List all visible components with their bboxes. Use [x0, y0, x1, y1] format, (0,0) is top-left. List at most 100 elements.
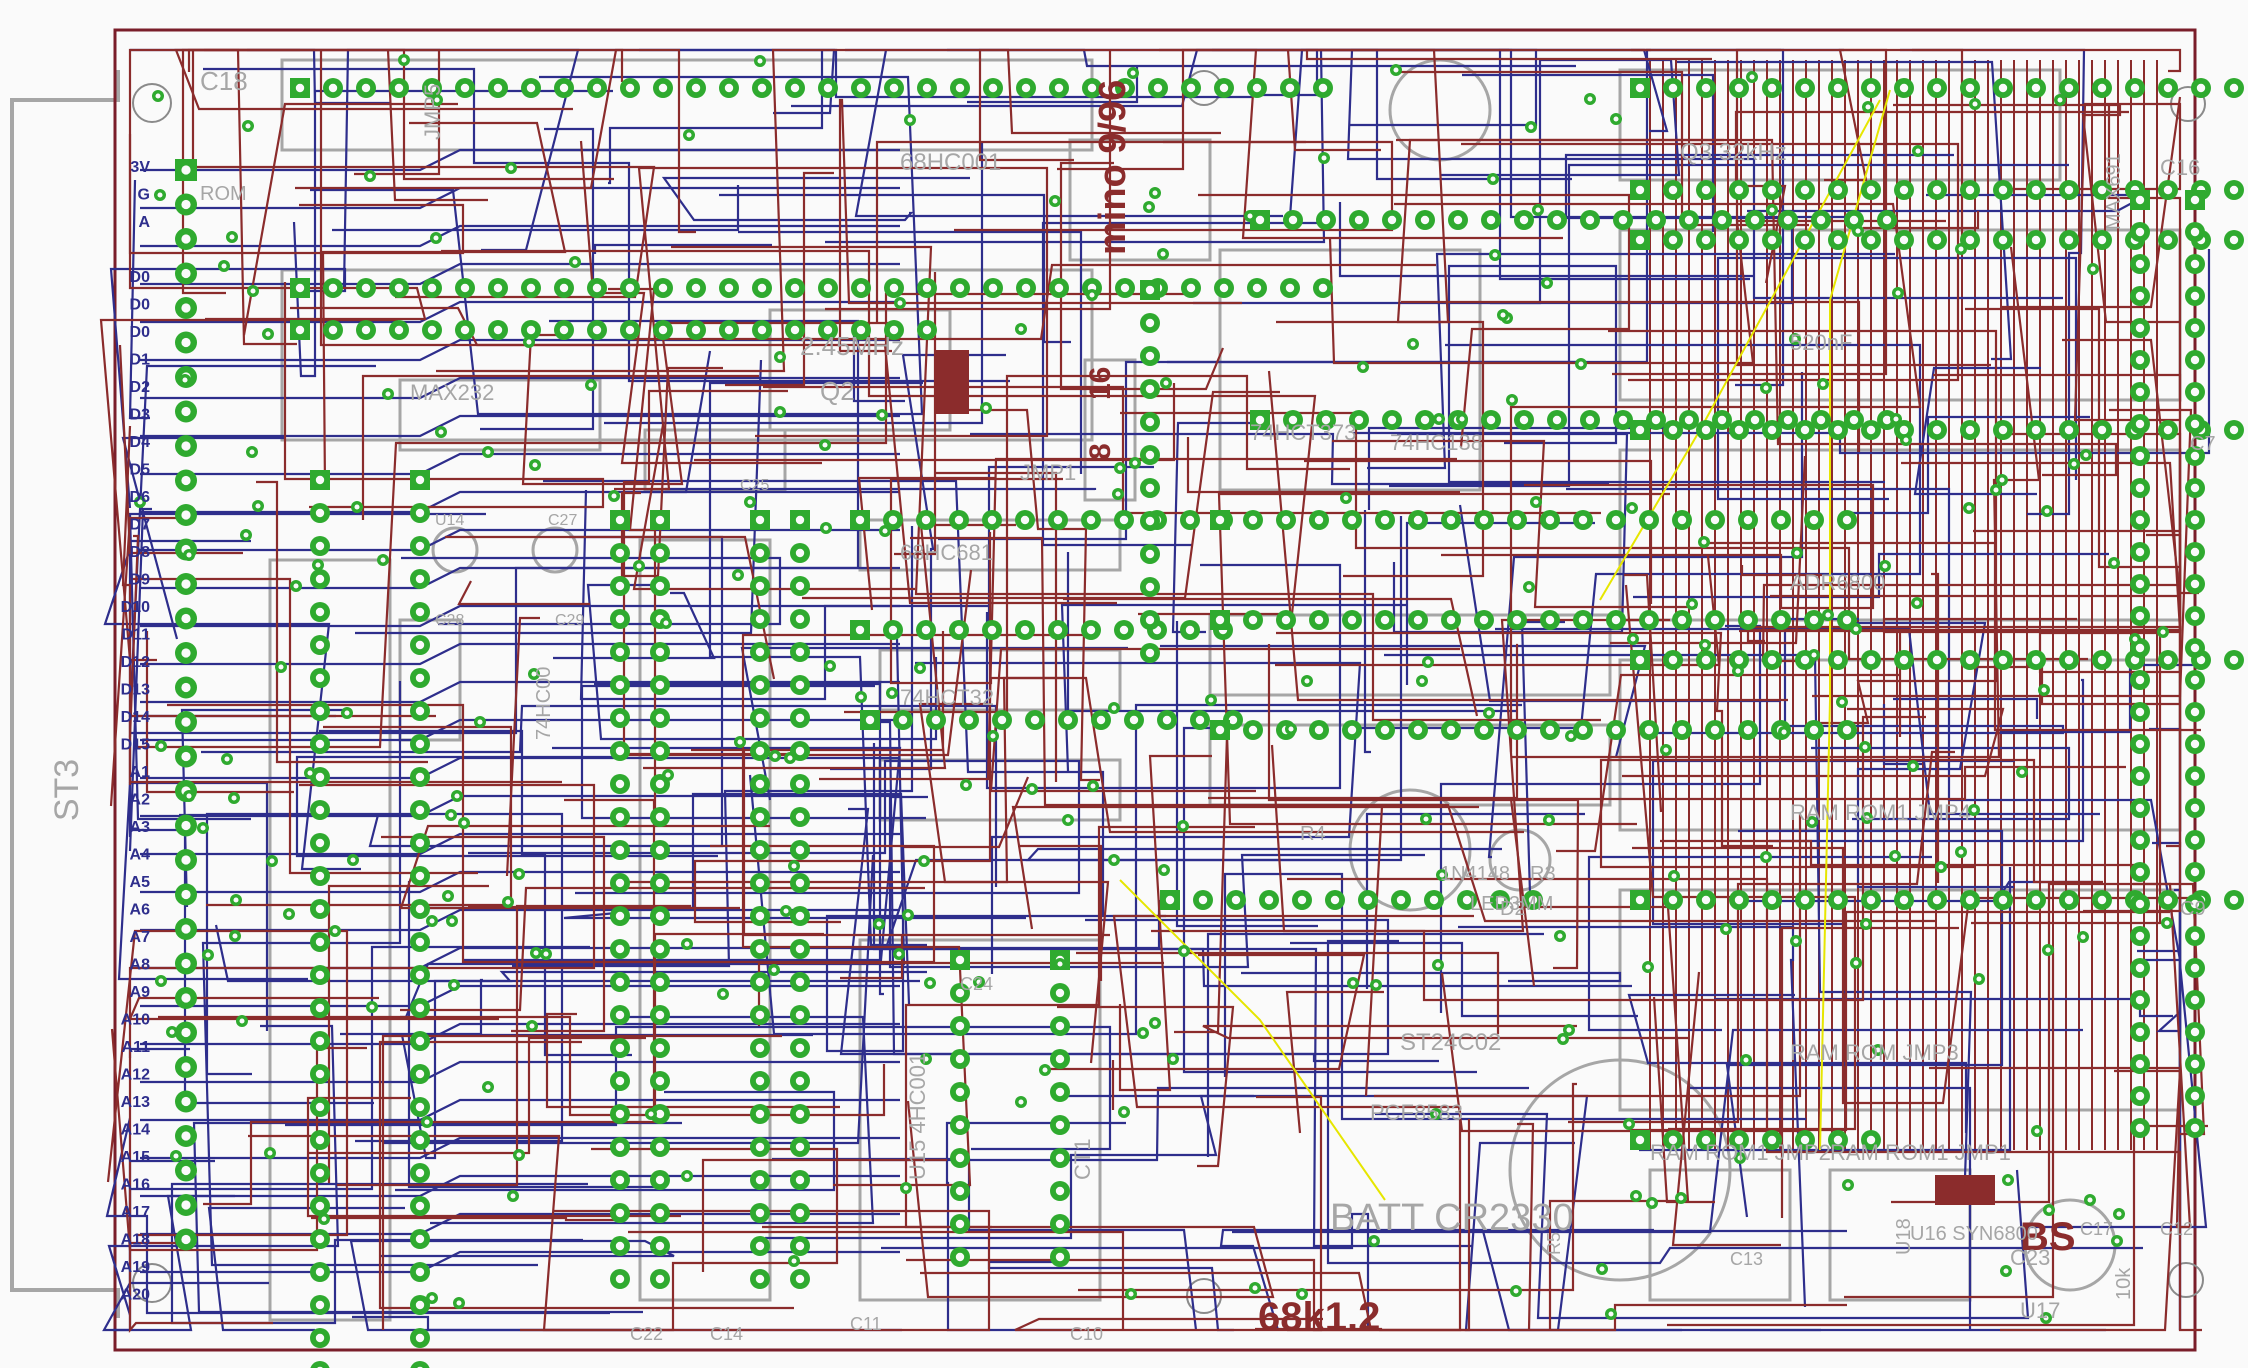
pad-drill — [307, 770, 313, 776]
pad-drill — [1423, 816, 1429, 822]
pad-drill — [1419, 678, 1425, 684]
trace — [1160, 644, 1647, 758]
pad-drill — [737, 739, 743, 745]
pad-drill — [795, 977, 805, 987]
pad-drill — [795, 878, 805, 888]
pad-drill — [1630, 636, 1636, 642]
pad-drill — [955, 1219, 965, 1229]
pad-drill — [2190, 259, 2200, 269]
pad-drill — [1145, 582, 1155, 592]
pad-drill — [2190, 1059, 2200, 1069]
pad-drill — [1932, 235, 1942, 245]
pad-drill — [315, 574, 325, 584]
pad-drill — [1635, 83, 1645, 93]
pad-drill — [1684, 215, 1694, 225]
pad-drill — [856, 325, 866, 335]
pad-drill — [955, 1120, 965, 1130]
pad-drill — [1794, 550, 1800, 556]
pad-drill — [1535, 207, 1541, 213]
pad-drill — [181, 1027, 191, 1038]
pad-drill — [1701, 235, 1711, 245]
pad-drill — [921, 858, 927, 864]
pad-drill — [427, 83, 437, 93]
pad-drill — [1055, 1021, 1065, 1031]
pad-drill — [181, 958, 191, 969]
pad-drill — [1252, 83, 1262, 93]
pad-drill — [1285, 83, 1295, 93]
edge-pin-label: D15 — [121, 737, 150, 754]
pad-drill — [2135, 1091, 2145, 1101]
pad-drill — [921, 515, 931, 525]
pad-drill — [777, 409, 783, 415]
pad-drill — [955, 988, 965, 998]
pad-drill — [1999, 477, 2005, 483]
trace — [128, 714, 436, 785]
pad-drill — [655, 1010, 665, 1020]
pad-drill — [1585, 415, 1595, 425]
pad-drill — [2190, 1027, 2200, 1037]
pad-drill — [1519, 415, 1529, 425]
pad-drill — [1486, 710, 1492, 716]
pad-drill — [1165, 895, 1175, 905]
trace — [407, 881, 663, 1189]
pad-drill — [1360, 364, 1366, 370]
pad-drill — [795, 1241, 805, 1251]
pad-drill — [1255, 415, 1265, 425]
pad-drill — [1545, 725, 1555, 735]
pad-drill — [2190, 867, 2200, 877]
trace — [1965, 307, 2182, 848]
pad-drill — [2116, 1211, 2122, 1217]
component-label: U15 4HC001 — [905, 1053, 930, 1180]
pad-drill — [1671, 873, 1677, 879]
pad-drill — [2097, 185, 2107, 195]
pad-drill — [232, 933, 238, 939]
pad-drill — [2190, 995, 2200, 1005]
trace — [381, 1034, 782, 1330]
trace — [140, 984, 900, 1008]
edge-pin-label: A7 — [130, 929, 151, 946]
trace — [1844, 948, 2055, 1299]
trace — [140, 604, 900, 628]
pad-drill — [315, 706, 325, 716]
pad-drill — [2097, 895, 2107, 905]
pad-drill — [510, 1193, 516, 1199]
pad-drill — [898, 715, 908, 725]
trace — [920, 1271, 1373, 1331]
pad-drill — [1776, 615, 1786, 625]
pad-drill — [1195, 715, 1205, 725]
pad-drill — [1910, 763, 1916, 769]
pad-drill — [2097, 425, 2107, 435]
pad-drill — [655, 680, 665, 690]
pad-drill — [158, 743, 164, 749]
pad-drill — [615, 581, 625, 591]
trace — [140, 1250, 900, 1274]
pad-drill — [1219, 283, 1229, 293]
edge-pin-label: D5 — [130, 462, 151, 479]
pad-drill — [1882, 415, 1892, 425]
trace — [2002, 96, 2182, 309]
trace — [309, 1036, 646, 1155]
pad-drill — [505, 899, 511, 905]
pad-drill — [1433, 1111, 1439, 1117]
pad-drill — [2135, 323, 2145, 333]
pad-drill — [1767, 425, 1777, 435]
pad-drill — [1717, 215, 1727, 225]
trace — [604, 141, 984, 425]
trace — [852, 335, 905, 403]
pad-drill — [1413, 515, 1423, 525]
component-label: C11 — [850, 1314, 882, 1334]
pad-drill — [1436, 416, 1442, 422]
pad-drill — [1776, 515, 1786, 525]
component-label: C28 — [435, 612, 464, 629]
pad-drill — [1734, 655, 1744, 665]
trace — [1025, 516, 1502, 862]
pad-drill — [1055, 1252, 1065, 1262]
trace — [2011, 102, 2182, 422]
trace — [1461, 142, 1960, 382]
trace — [128, 507, 152, 852]
pad-drill — [790, 325, 800, 335]
pad-drill — [315, 1234, 325, 1244]
pad-drill — [1380, 615, 1390, 625]
pad-drill — [922, 83, 932, 93]
pad-drill — [1492, 252, 1498, 258]
